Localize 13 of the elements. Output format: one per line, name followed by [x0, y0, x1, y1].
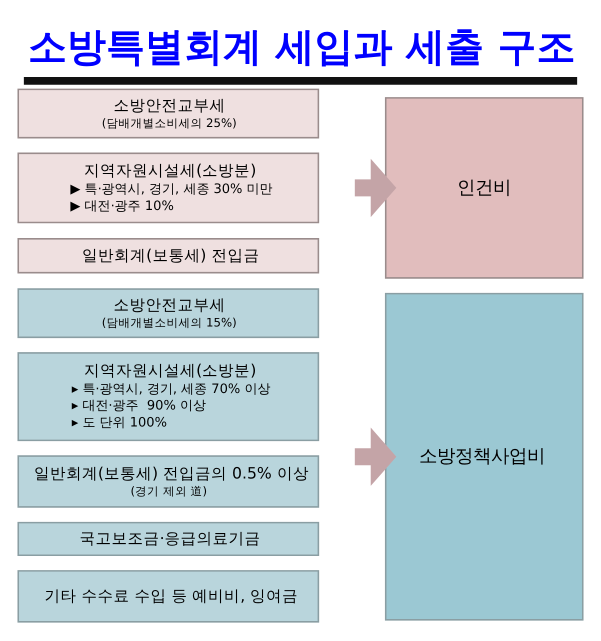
node-box: 지역자원시설세(소방분) ▶ 특·광역시, 경기, 세종 30% 미만 ▶ 대전·광주 10%	[17, 152, 320, 223]
arrow	[354, 427, 396, 486]
node-box: 소방안전교부세 (담배개별소비세의 15%)	[17, 288, 320, 338]
diagram-title: 소방특별회계 세입과 세출 구조	[28, 24, 576, 70]
arrow	[354, 158, 396, 217]
node-box: 일반회계(보통세) 전입금	[17, 238, 320, 273]
node-box: 지역자원시설세(소방분) ▸ 특·광역시, 경기, 세종 70% 이상 ▸ 대전·광주 90% 이상 ▸ 도 단위 100%	[17, 352, 320, 441]
node-box: 소방안전교부세 (담배개별소비세의 25%)	[17, 88, 320, 138]
node-box: 일반회계(보통세) 전입금의 0.5% 이상 (경기 제외 道)	[17, 454, 320, 508]
node-box: 소방정책사업비	[384, 292, 584, 620]
node-box: 인건비	[384, 96, 584, 278]
node-box: 기타 수수료 수입 등 예비비, 잉여금	[17, 570, 320, 622]
node-box: 국고보조금·응급의료기금	[17, 521, 320, 556]
